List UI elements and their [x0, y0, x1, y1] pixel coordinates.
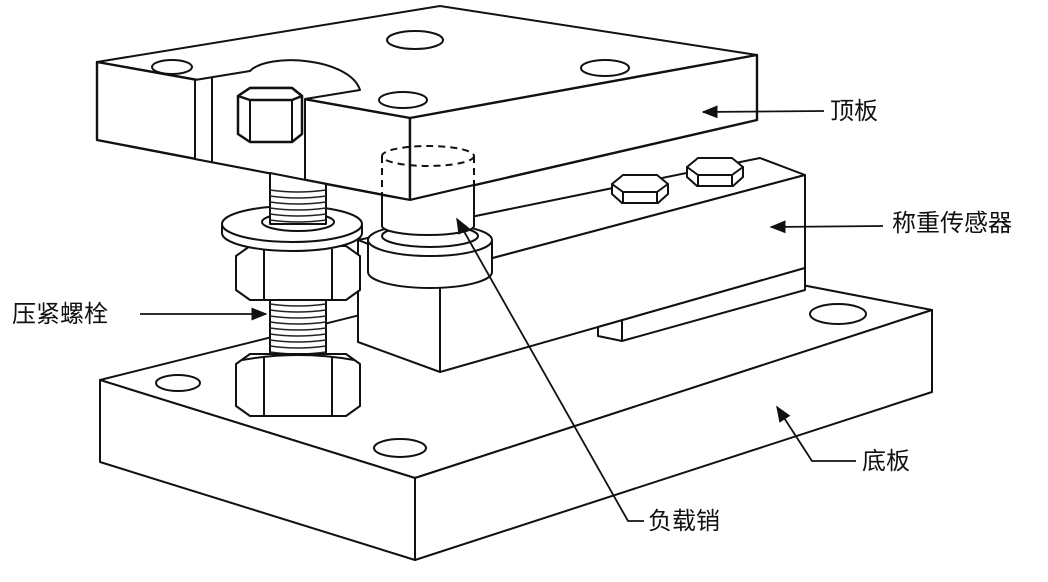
leader-base-plate [776, 405, 856, 462]
label-load-cell: 称重传感器 [892, 209, 1012, 237]
leader-load-cell [769, 220, 884, 234]
bolt-head-edges [249, 100, 293, 142]
upper-nut [235, 245, 361, 301]
load-pin-hidden-sides [381, 156, 475, 195]
upper-nut-edges [263, 249, 333, 300]
load-pin-visible-body [381, 184, 475, 236]
lower-nut-body [235, 353, 361, 417]
top-plate [95, 5, 759, 202]
label-base-plate: 底板 [862, 447, 910, 475]
nut-top [686, 157, 744, 176]
top-plate-mounting-hole [580, 59, 630, 77]
lower-nut [235, 353, 361, 417]
bolt-head-top [236, 86, 304, 102]
base-plate-mounting-hole [155, 374, 201, 392]
nut-top [611, 174, 669, 193]
base-plate-mounting-hole [373, 438, 427, 458]
clamp-bolt [221, 172, 363, 417]
top-plate-mounting-hole [386, 30, 444, 50]
upper-thread-lines [269, 189, 327, 223]
load-cell-nut [686, 157, 744, 187]
load-cell-nut [611, 174, 669, 204]
label-clamp-bolt: 压紧螺栓 [12, 300, 108, 328]
leader-load-pin [456, 217, 644, 522]
top-plate-mounting-hole [378, 91, 428, 109]
nut-edges [697, 175, 733, 186]
lower-nut-edges [241, 354, 355, 416]
nut-edges [622, 192, 658, 203]
leader-top-plate [701, 105, 825, 119]
label-load-pin: 负载销 [648, 507, 720, 535]
upper-nut-body [235, 245, 361, 301]
base-plate-mounting-hole [809, 303, 867, 325]
label-top-plate: 顶板 [830, 97, 878, 125]
bolt-head [236, 86, 304, 144]
top-plate-mounting-hole [151, 59, 193, 75]
top-plate-side-face [408, 53, 759, 202]
load-cell-foot [597, 267, 806, 342]
base-plate-side-face [414, 309, 933, 561]
load-pin [381, 145, 475, 236]
